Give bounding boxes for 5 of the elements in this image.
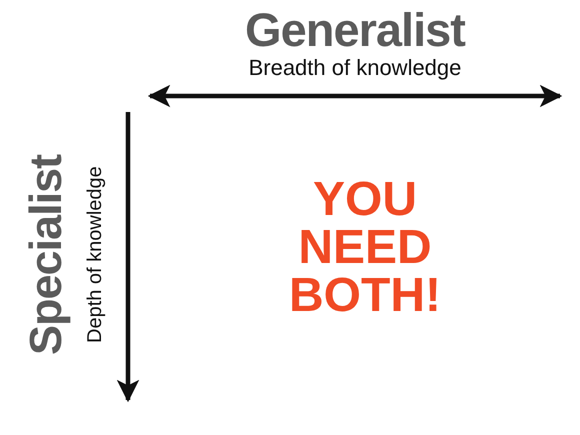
axis-subtitle: Depth of knowledge bbox=[83, 166, 107, 346]
axis-subtitle: Breadth of knowledge bbox=[248, 55, 462, 81]
axis-title: Specialist bbox=[20, 154, 72, 358]
axis-title: Generalist bbox=[244, 2, 466, 57]
highlight-text: YOU NEED BOTH! bbox=[288, 176, 442, 320]
